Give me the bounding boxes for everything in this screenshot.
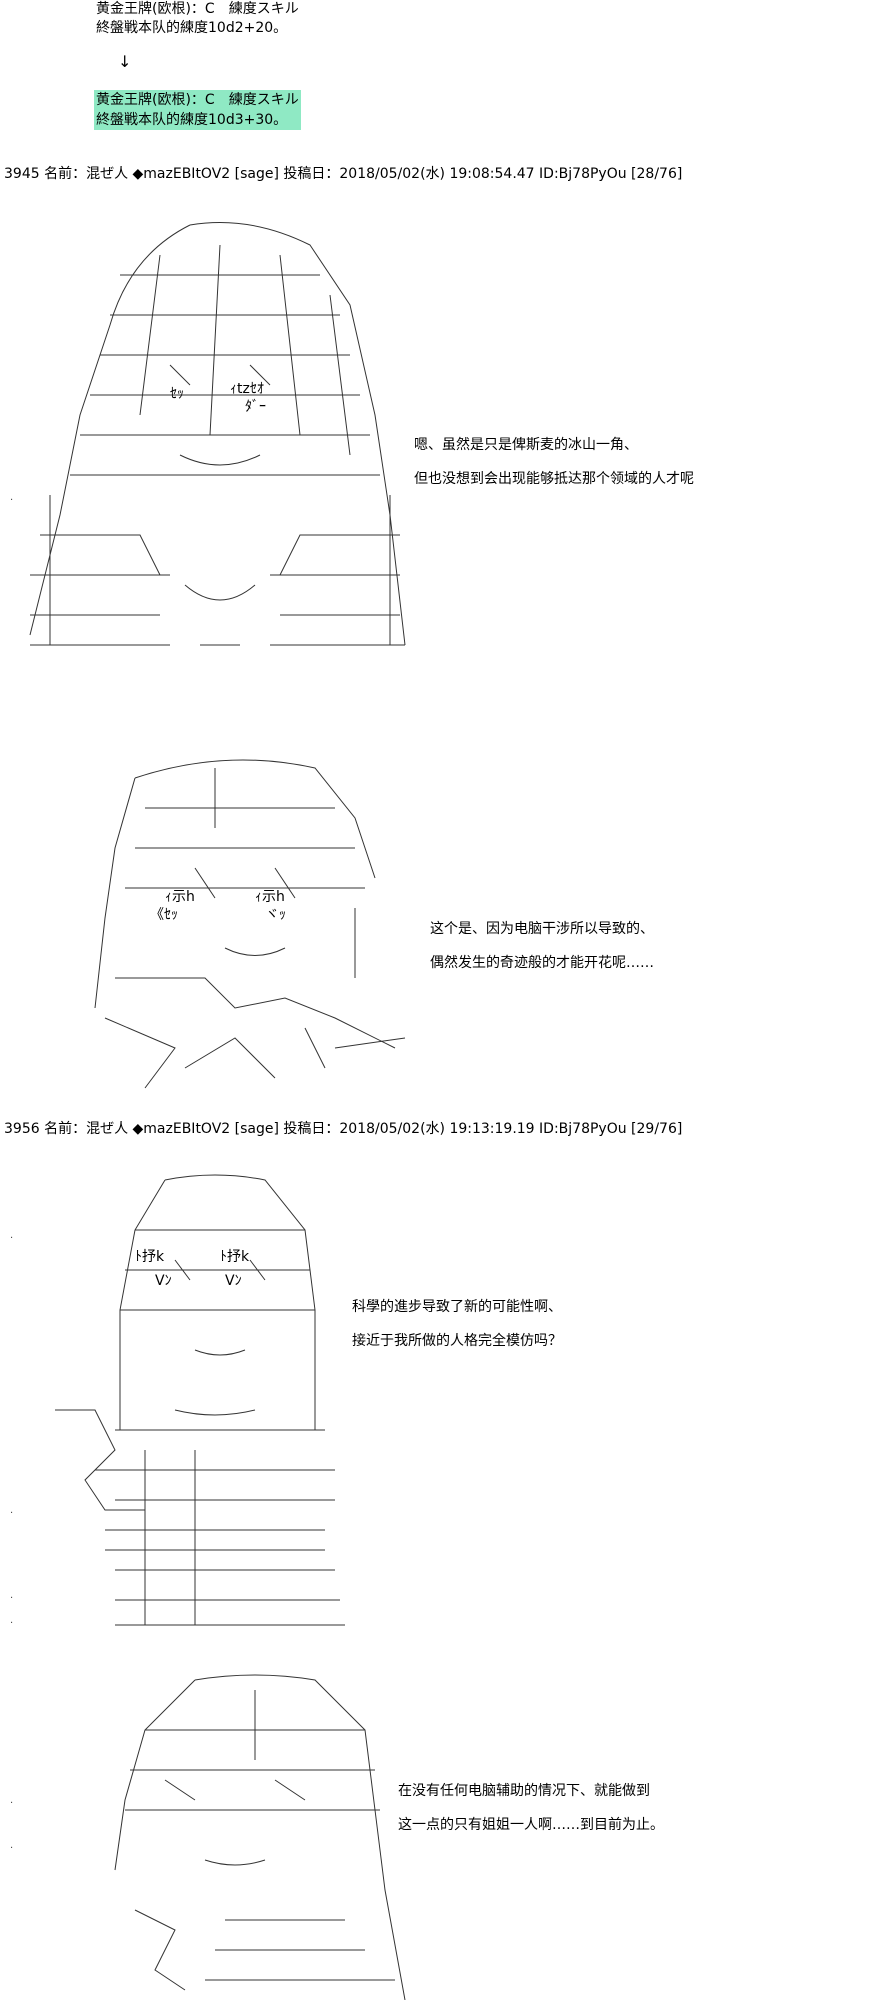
ascii-art-panel-4 — [105, 1670, 405, 2000]
dialog-line: 这一点的只有姐姐一人啊……到目前为止。 — [398, 1808, 664, 1842]
ascii-art-panel-1 — [20, 215, 410, 655]
intro-line-2: 終盤戦本队的練度10d2+20。 — [96, 19, 287, 37]
post-header: 3945 名前：混ぜ人 ◆mazEBItOV2 [sage] 投稿日：2018/… — [4, 163, 682, 183]
margin-dot: . — [10, 1840, 13, 1851]
margin-dot: . — [10, 1505, 13, 1516]
margin-dot: . — [10, 492, 13, 503]
margin-dot: . — [10, 1230, 13, 1241]
post-header: 3956 名前：混ぜ人 ◆mazEBItOV2 [sage] 投稿日：2018/… — [4, 1118, 682, 1138]
dialog-line: 这个是、因为电脑干涉所以导致的、 — [430, 912, 654, 946]
aa-label: ﾄ抒k — [135, 1248, 164, 1266]
highlight-block: 黄金王牌(欧根)：C 練度スキル 終盤戦本队的練度10d3+30。 — [94, 90, 301, 130]
aa-label: ｨ示h — [165, 888, 195, 906]
aa-label: Vﾝ — [155, 1272, 172, 1290]
ascii-art-panel-3 — [55, 1170, 355, 1630]
dialog-panel-4: 在没有任何电脑辅助的情况下、就能做到 这一点的只有姐姐一人啊……到目前为止。 — [398, 1774, 664, 1842]
aa-label: 《ｾｯ — [150, 906, 178, 924]
margin-dot: . — [10, 1615, 13, 1626]
dialog-line: 在没有任何电脑辅助的情况下、就能做到 — [398, 1774, 664, 1808]
aa-label: ﾀﾞｰ — [245, 398, 266, 416]
highlight-line-1: 黄金王牌(欧根)：C 練度スキル — [94, 90, 301, 110]
dialog-line: 嗯、虽然是只是俾斯麦的冰山一角、 — [414, 428, 694, 462]
aa-label: ヾｯ — [265, 906, 286, 924]
aa-label: ｨtzｾｵ — [230, 380, 264, 398]
dialog-panel-3: 科學的進步导致了新的可能性啊、 接近于我所做的人格完全模仿吗？ — [352, 1290, 562, 1358]
dialog-line: 但也没想到会出现能够抵达那个领域的人才呢 — [414, 462, 694, 496]
highlight-line-2: 終盤戦本队的練度10d3+30。 — [94, 110, 301, 130]
intro-line-1: 黄金王牌(欧根)：C 練度スキル — [96, 0, 299, 18]
dialog-line: 科學的進步导致了新的可能性啊、 — [352, 1290, 562, 1324]
aa-label: ﾄ抒k — [220, 1248, 249, 1266]
dialog-line: 接近于我所做的人格完全模仿吗？ — [352, 1324, 562, 1358]
dialog-panel-2: 这个是、因为电脑干涉所以导致的、 偶然发生的奇迹般的才能开花呢…… — [430, 912, 654, 980]
dialog-line: 偶然发生的奇迹般的才能开花呢…… — [430, 946, 654, 980]
aa-label: ｨ示h — [255, 888, 285, 906]
dialog-panel-1: 嗯、虽然是只是俾斯麦的冰山一角、 但也没想到会出现能够抵达那个领域的人才呢 — [414, 428, 694, 496]
ascii-art-panel-2 — [85, 748, 420, 1103]
margin-dot: . — [10, 1795, 13, 1806]
aa-label: Vﾝ — [225, 1272, 242, 1290]
aa-label: ｾｯ — [170, 385, 184, 403]
margin-dot: . — [10, 1590, 13, 1601]
down-arrow-icon: ↓ — [118, 52, 131, 71]
